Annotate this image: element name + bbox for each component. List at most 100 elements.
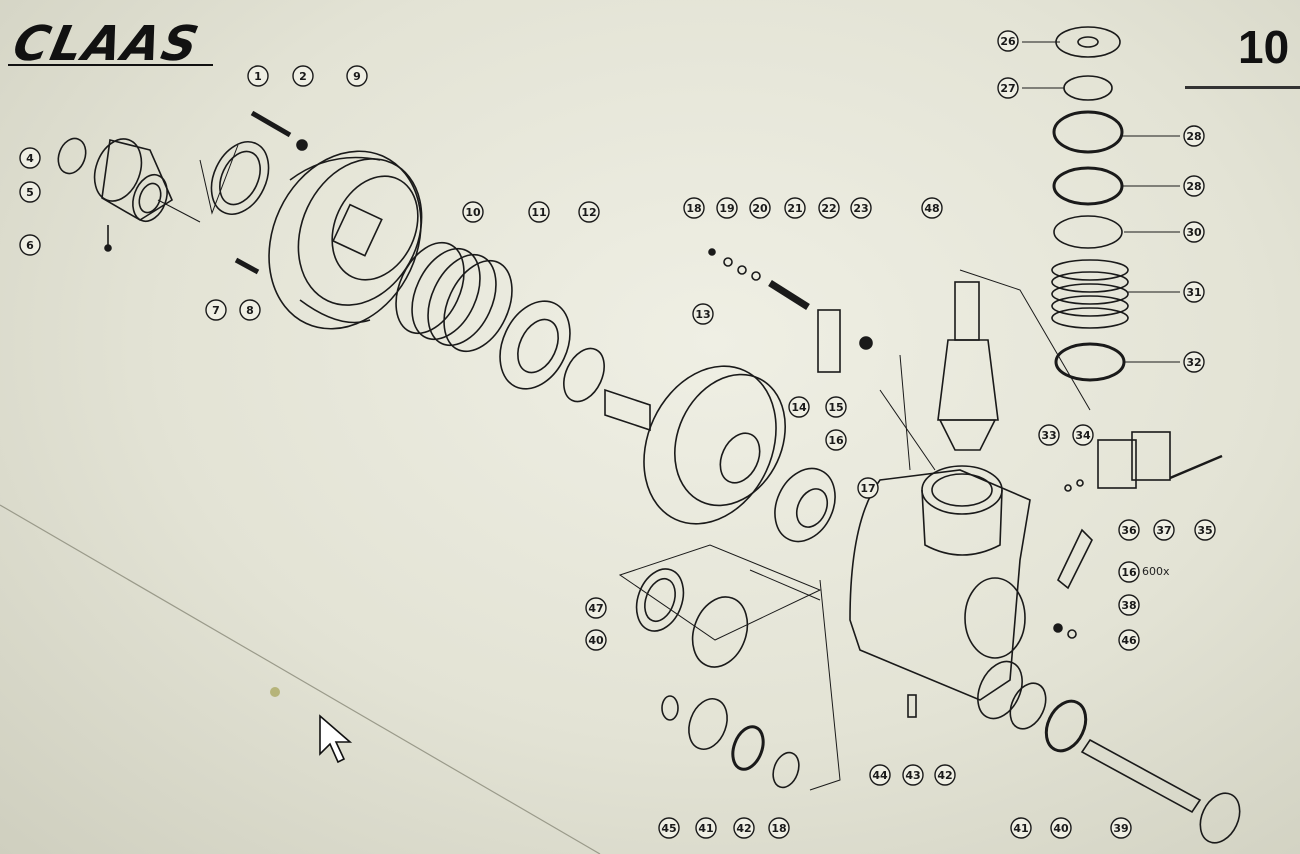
- callout-45: 45: [658, 817, 680, 839]
- part-13-bevel-gear: [604, 365, 786, 525]
- callout-label: 41: [1013, 822, 1028, 835]
- callout-41: 41: [1010, 817, 1032, 839]
- callout-label: 13: [695, 308, 710, 321]
- callout-label: 22: [821, 202, 836, 215]
- callout-label: 31: [1186, 286, 1201, 299]
- page-number-rule: [1185, 86, 1300, 89]
- callout-26: 26: [997, 30, 1019, 52]
- callout-23: 23: [850, 197, 872, 219]
- callout-label: 36: [1121, 524, 1137, 537]
- callout-1: 1: [247, 65, 269, 87]
- callout-label: 35: [1197, 524, 1212, 537]
- callout-label: 18: [771, 822, 786, 835]
- callout-17: 17: [857, 477, 879, 499]
- callout-label: 28: [1186, 130, 1201, 143]
- callout-label: 11: [531, 206, 546, 219]
- callout-43: 43: [902, 764, 924, 786]
- callout-15: 15: [825, 396, 847, 418]
- callout-label: 12: [581, 206, 596, 219]
- callout-label: 48: [924, 202, 939, 215]
- callout-11: 11: [528, 201, 550, 223]
- callout-20: 20: [749, 197, 771, 219]
- callout-label: 41: [698, 822, 713, 835]
- callout-33: 33: [1038, 424, 1060, 446]
- callout-39: 39: [1110, 817, 1132, 839]
- callout-label: 44: [872, 769, 888, 782]
- callout-label: 1: [254, 70, 262, 83]
- callout-label: 42: [736, 822, 751, 835]
- callout-4: 4: [19, 147, 41, 169]
- part-9-housing: [268, 150, 423, 330]
- callout-label: 18: [686, 202, 701, 215]
- claas-logo: CLAAS: [8, 16, 205, 72]
- main-gearbox-housing: [849, 465, 1031, 701]
- callout-label: 26: [1000, 35, 1016, 48]
- callout-34: 34: [1072, 424, 1094, 446]
- callout-label: 14: [791, 401, 807, 414]
- callout-32: 32: [1183, 351, 1205, 373]
- callout-47: 47: [585, 597, 607, 619]
- callout-6: 6: [19, 234, 41, 256]
- callout-19: 19: [716, 197, 738, 219]
- callout-label: 33: [1041, 429, 1056, 442]
- callout-42: 42: [733, 817, 755, 839]
- callout-28: 28: [1183, 175, 1205, 197]
- page-number: 10: [1238, 21, 1290, 73]
- callout-label: 32: [1186, 356, 1201, 369]
- callout-7: 7: [205, 299, 227, 321]
- callout-label: 38: [1121, 599, 1136, 612]
- mouse-pointer-icon: [319, 714, 353, 764]
- callout-40: 40: [1050, 817, 1072, 839]
- callout-30: 30: [1183, 221, 1205, 243]
- callout-label: 15: [828, 401, 843, 414]
- callout-label: 9: [353, 70, 361, 83]
- callout-27: 27: [997, 77, 1019, 99]
- callout-label: 28: [1186, 180, 1201, 193]
- callout-label: 4: [26, 152, 34, 165]
- callout-label: 40: [588, 634, 604, 647]
- callout-label: 19: [719, 202, 734, 215]
- callout-38: 38: [1118, 594, 1140, 616]
- callout-14: 14: [788, 396, 810, 418]
- callout-label: 23: [853, 202, 868, 215]
- callout-22: 22: [818, 197, 840, 219]
- part-35-bracket: [1097, 439, 1137, 489]
- part-12-circlip: [563, 347, 605, 403]
- callout-label: 7: [212, 304, 220, 317]
- part-11-bearing: [499, 300, 571, 390]
- callout-label: 16: [828, 434, 844, 447]
- callout-44: 44: [869, 764, 891, 786]
- callout-40: 40: [585, 629, 607, 651]
- callout-label: 46: [1121, 634, 1137, 647]
- callout-label: 34: [1075, 429, 1091, 442]
- callout-label: 37: [1156, 524, 1171, 537]
- callout-31: 31: [1183, 281, 1205, 303]
- callout-label: 47: [588, 602, 603, 615]
- callout-37: 37: [1153, 519, 1175, 541]
- callout-36: 36: [1118, 519, 1140, 541]
- callout-label: 6: [26, 239, 34, 252]
- callout-42: 42: [934, 764, 956, 786]
- callout-label: 10: [465, 206, 481, 219]
- callout-label: 39: [1113, 822, 1128, 835]
- callout-label: 21: [787, 202, 802, 215]
- callout-label: 45: [661, 822, 676, 835]
- part-17-gear: [774, 467, 836, 543]
- part-48-pinion-shaft: [937, 281, 999, 451]
- part-10-clutch-pack: [395, 241, 513, 353]
- callout-12: 12: [578, 201, 600, 223]
- callout-9: 9: [346, 65, 368, 87]
- part-37-valve: [1057, 528, 1093, 590]
- callout-48: 48: [921, 197, 943, 219]
- part-4-o-ring: [57, 137, 87, 175]
- callout-label: 42: [937, 769, 952, 782]
- callout-18: 18: [768, 817, 790, 839]
- callout-35: 35: [1194, 519, 1216, 541]
- callout-16: 16: [825, 429, 847, 451]
- callout-label: 5: [26, 186, 34, 199]
- callout-41: 41: [695, 817, 717, 839]
